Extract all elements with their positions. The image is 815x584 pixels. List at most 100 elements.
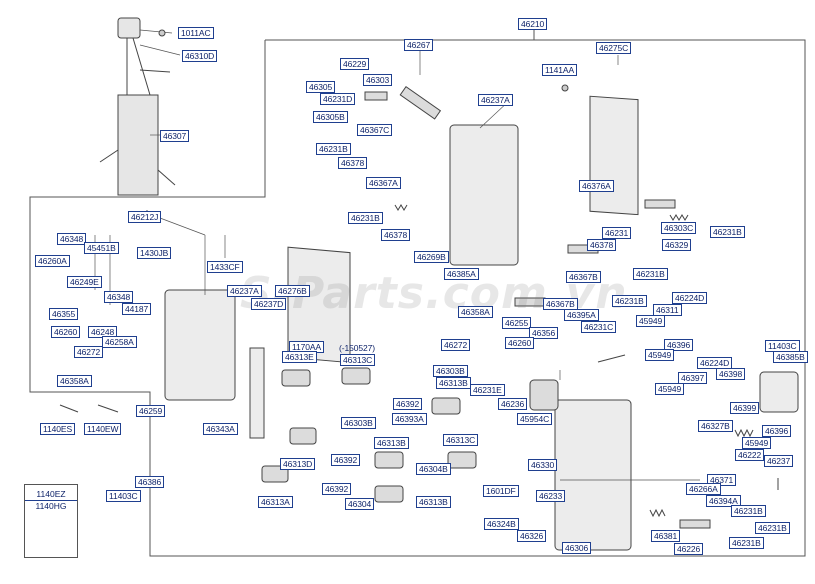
label-1140EW[interactable]: 1140EW — [84, 423, 122, 435]
label-46385B[interactable]: 46385B — [773, 351, 808, 363]
label-46311[interactable]: 46311 — [653, 304, 682, 316]
label-46231B-d[interactable]: 46231B — [633, 268, 668, 280]
label-46210[interactable]: 46210 — [518, 18, 548, 30]
label-46231C[interactable]: 46231C — [581, 321, 617, 333]
label-46231B-f[interactable]: 46231B — [731, 505, 766, 517]
label-46259[interactable]: 46259 — [136, 405, 166, 417]
label-46304[interactable]: 46304 — [345, 498, 375, 510]
label-46396-b[interactable]: 46396 — [762, 425, 792, 437]
label-46313E[interactable]: 46313E — [282, 351, 317, 363]
label-46231E[interactable]: 46231E — [470, 384, 505, 396]
label-46399[interactable]: 46399 — [730, 402, 760, 414]
label-46358A-b[interactable]: 46358A — [458, 306, 493, 318]
label-46231D[interactable]: 46231D — [320, 93, 356, 105]
label-46236[interactable]: 46236 — [498, 398, 528, 410]
label-46376A[interactable]: 46376A — [579, 180, 614, 192]
label-46393A[interactable]: 46393A — [392, 413, 427, 425]
label-46327B[interactable]: 46327B — [698, 420, 733, 432]
label-46355[interactable]: 46355 — [49, 308, 79, 320]
label-46324B[interactable]: 46324B — [484, 518, 519, 530]
label-46237A-mid[interactable]: 46237A — [227, 285, 262, 297]
label-46231B-a[interactable]: 46231B — [316, 143, 351, 155]
label-46231-a[interactable]: 46231 — [602, 227, 632, 239]
label-46231B-e[interactable]: 46231B — [612, 295, 647, 307]
label-45451B[interactable]: 45451B — [84, 242, 119, 254]
label-11403C-a[interactable]: 11403C — [765, 340, 800, 352]
label-46304B[interactable]: 46304B — [416, 463, 451, 475]
label-46231B-c[interactable]: 46231B — [710, 226, 745, 238]
label-46378-c[interactable]: 46378 — [587, 239, 617, 251]
label-46226[interactable]: 46226 — [674, 543, 704, 555]
label-46303B-a[interactable]: 46303B — [433, 365, 468, 377]
label-44187[interactable]: 44187 — [122, 303, 152, 315]
label-46275C[interactable]: 46275C — [596, 42, 632, 54]
label-46394A[interactable]: 46394A — [706, 495, 741, 507]
label-1140ES[interactable]: 1140ES — [40, 423, 76, 435]
label-46313B-c[interactable]: 46313B — [416, 496, 451, 508]
label-46326[interactable]: 46326 — [517, 530, 547, 542]
label-45954C[interactable]: 45954C — [517, 413, 553, 425]
label-46224D-a[interactable]: 46224D — [672, 292, 708, 304]
label-46237D[interactable]: 46237D — [251, 298, 287, 310]
label-46303[interactable]: 46303 — [363, 74, 393, 86]
label-46348-a[interactable]: 46348 — [57, 233, 87, 245]
label-46367A[interactable]: 46367A — [366, 177, 401, 189]
label-46313B-a[interactable]: 46313B — [436, 377, 471, 389]
label-46381[interactable]: 46381 — [651, 530, 681, 542]
label-46305[interactable]: 46305 — [306, 81, 336, 93]
label-46306[interactable]: 46306 — [562, 542, 592, 554]
label-46358A-a[interactable]: 46358A — [57, 375, 92, 387]
label-46313D[interactable]: 46313D — [280, 458, 316, 470]
label-46266A[interactable]: 46266A — [686, 483, 721, 495]
label-46367B-a[interactable]: 46367B — [566, 271, 601, 283]
label-45949-a[interactable]: 45949 — [636, 315, 666, 327]
label-1433CF[interactable]: 1433CF — [207, 261, 243, 273]
label-46378-a[interactable]: 46378 — [338, 157, 368, 169]
label-46395A[interactable]: 46395A — [564, 309, 599, 321]
label-46307[interactable]: 46307 — [160, 130, 190, 142]
label-46224D-b[interactable]: 46224D — [697, 357, 733, 369]
label-46231B-g[interactable]: 46231B — [755, 522, 790, 534]
label-46269B[interactable]: 46269B — [414, 251, 449, 263]
label-46392-a[interactable]: 46392 — [393, 398, 423, 410]
label-46313C-b[interactable]: 46313C — [443, 434, 479, 446]
label-46386[interactable]: 46386 — [135, 476, 165, 488]
label-1430JB[interactable]: 1430JB — [137, 247, 172, 259]
label-45949-b[interactable]: 45949 — [645, 349, 675, 361]
label-46260[interactable]: 46260 — [51, 326, 81, 338]
label-46231B-h[interactable]: 46231B — [729, 537, 764, 549]
label-46348-b[interactable]: 46348 — [104, 291, 134, 303]
label-46367B-b[interactable]: 46367B — [543, 298, 578, 310]
label-46313A[interactable]: 46313A — [258, 496, 293, 508]
label-46237A-top[interactable]: 46237A — [478, 94, 513, 106]
label-1011AC[interactable]: 1011AC — [178, 27, 214, 39]
label-46237[interactable]: 46237 — [764, 455, 794, 467]
label-46330[interactable]: 46330 — [528, 459, 558, 471]
label-11403C-b[interactable]: 11403C — [106, 490, 141, 502]
label-46272-a[interactable]: 46272 — [74, 346, 104, 358]
label-46378-b[interactable]: 46378 — [381, 229, 411, 241]
label-46249E[interactable]: 46249E — [67, 276, 102, 288]
label-46313B-b[interactable]: 46313B — [374, 437, 409, 449]
label-46305B[interactable]: 46305B — [313, 111, 348, 123]
label-46303C[interactable]: 46303C — [661, 222, 697, 234]
label-46398[interactable]: 46398 — [716, 368, 746, 380]
label-46367C[interactable]: 46367C — [357, 124, 393, 136]
label-46233[interactable]: 46233 — [536, 490, 566, 502]
label-46343A[interactable]: 46343A — [203, 423, 238, 435]
label-46229[interactable]: 46229 — [340, 58, 370, 70]
label-46396-a[interactable]: 46396 — [664, 339, 694, 351]
label-46231B-b[interactable]: 46231B — [348, 212, 383, 224]
label-46212J[interactable]: 46212J — [128, 211, 162, 223]
label-1141AA[interactable]: 1141AA — [542, 64, 578, 76]
label-46310D[interactable]: 46310D — [182, 50, 218, 62]
label-1601DF[interactable]: 1601DF — [483, 485, 519, 497]
legend-row-1140EZ[interactable]: 1140EZ — [36, 489, 66, 499]
label-46356[interactable]: 46356 — [529, 327, 559, 339]
label-46272-b[interactable]: 46272 — [441, 339, 471, 351]
label-45949-d[interactable]: 45949 — [742, 437, 772, 449]
label-46392-c[interactable]: 46392 — [322, 483, 352, 495]
label-46276B[interactable]: 46276B — [275, 285, 310, 297]
label-46385A[interactable]: 46385A — [444, 268, 479, 280]
legend-row-1140HG[interactable]: 1140HG — [25, 500, 77, 512]
